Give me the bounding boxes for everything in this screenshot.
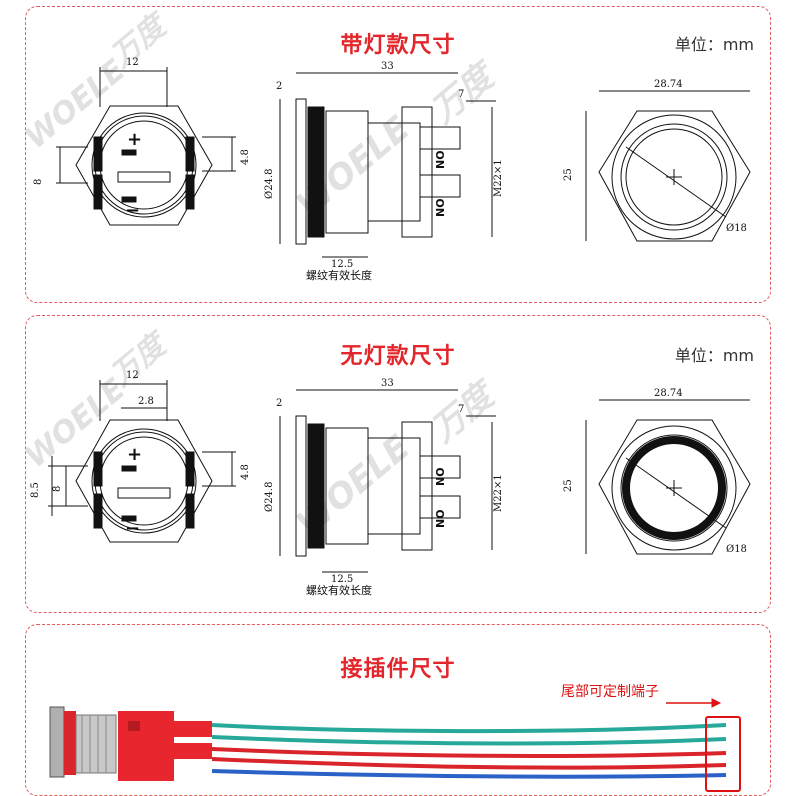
connector-dimension-panel: 接插件尺寸 尾部可定制端子 [25,624,771,796]
no-label-2: NO [434,198,447,217]
side-terminal-dim: 7 [458,89,464,100]
no-light-drawings: 12 2.8 + − 8.5 8 4.8 33 2 7 Ø24.8 M22×1 … [30,370,751,597]
section-title: 无灯款尺寸 [340,344,456,369]
side-total-dim: 33 [381,378,394,389]
no-light-dimension-panel: 无灯款尺寸 单位：mm WOELE 万度 WOELE 万度 12 2.8 [25,315,771,613]
thread-length-dim: 12.5 [331,259,353,270]
no-label-1: NO [434,467,447,486]
back-width-dim: 28.74 [654,388,683,399]
side-total-dim: 33 [381,61,394,72]
thread-note: 螺纹有效长度 [306,268,372,282]
minus-sign: − [125,518,140,539]
back-view [585,399,751,555]
front-width-dim: 12 [126,370,139,381]
right-height-dim: 4.8 [240,464,251,480]
back-height-dim: 25 [563,479,574,492]
side-flange-dim: 2 [276,398,282,409]
side-view [279,72,496,258]
right-height-dim: 4.8 [240,149,251,165]
left-height-dim: 8 [33,179,44,185]
connector-drawing [49,698,741,792]
back-height-dim: 25 [563,168,574,181]
section-title: 带灯款尺寸 [340,33,456,58]
front-view [56,67,236,226]
back-width-dim: 28.74 [654,79,683,90]
wires [211,723,727,779]
front-view [48,380,236,543]
no-label-1: NO [434,150,447,169]
side-diameter-dim: Ø24.8 [264,482,275,512]
pin-gap-dim: 2.8 [138,396,154,407]
back-view [585,90,751,242]
red-plug [118,711,212,781]
side-flange-dim: 2 [276,81,282,92]
with-light-dimension-panel: 带灯款尺寸 单位：mm WOELE 万度 WOELE 万度 12 + − [25,6,771,303]
side-thread-dim: M22×1 [493,474,504,512]
connector-arrow [666,698,722,708]
front-width-dim: 12 [126,57,139,68]
no-label-2: NO [434,509,447,528]
side-view [279,389,496,573]
back-diameter-dim: Ø18 [726,544,747,555]
left-height-dim-2: 8.5 [30,482,41,498]
with-light-drawings: 12 + − 8 4.8 33 2 7 Ø24.8 M22×1 12.5 螺纹有… [33,57,751,282]
thread-length-dim: 12.5 [331,574,353,585]
switch-body [49,706,117,778]
side-terminal-dim: 7 [458,404,464,415]
left-height-dim: 8 [52,486,63,492]
side-diameter-dim: Ø24.8 [264,169,275,199]
thread-note: 螺纹有效长度 [306,583,372,597]
section-title: 接插件尺寸 [340,657,456,682]
custom-terminal-note: 尾部可定制端子 [561,684,659,700]
plus-sign: + [127,129,142,150]
plus-sign: + [127,444,142,465]
unit-label: 单位：mm [674,346,754,365]
minus-sign: − [125,200,140,221]
side-thread-dim: M22×1 [493,159,504,197]
unit-label: 单位：mm [674,35,754,54]
back-diameter-dim: Ø18 [726,223,747,234]
